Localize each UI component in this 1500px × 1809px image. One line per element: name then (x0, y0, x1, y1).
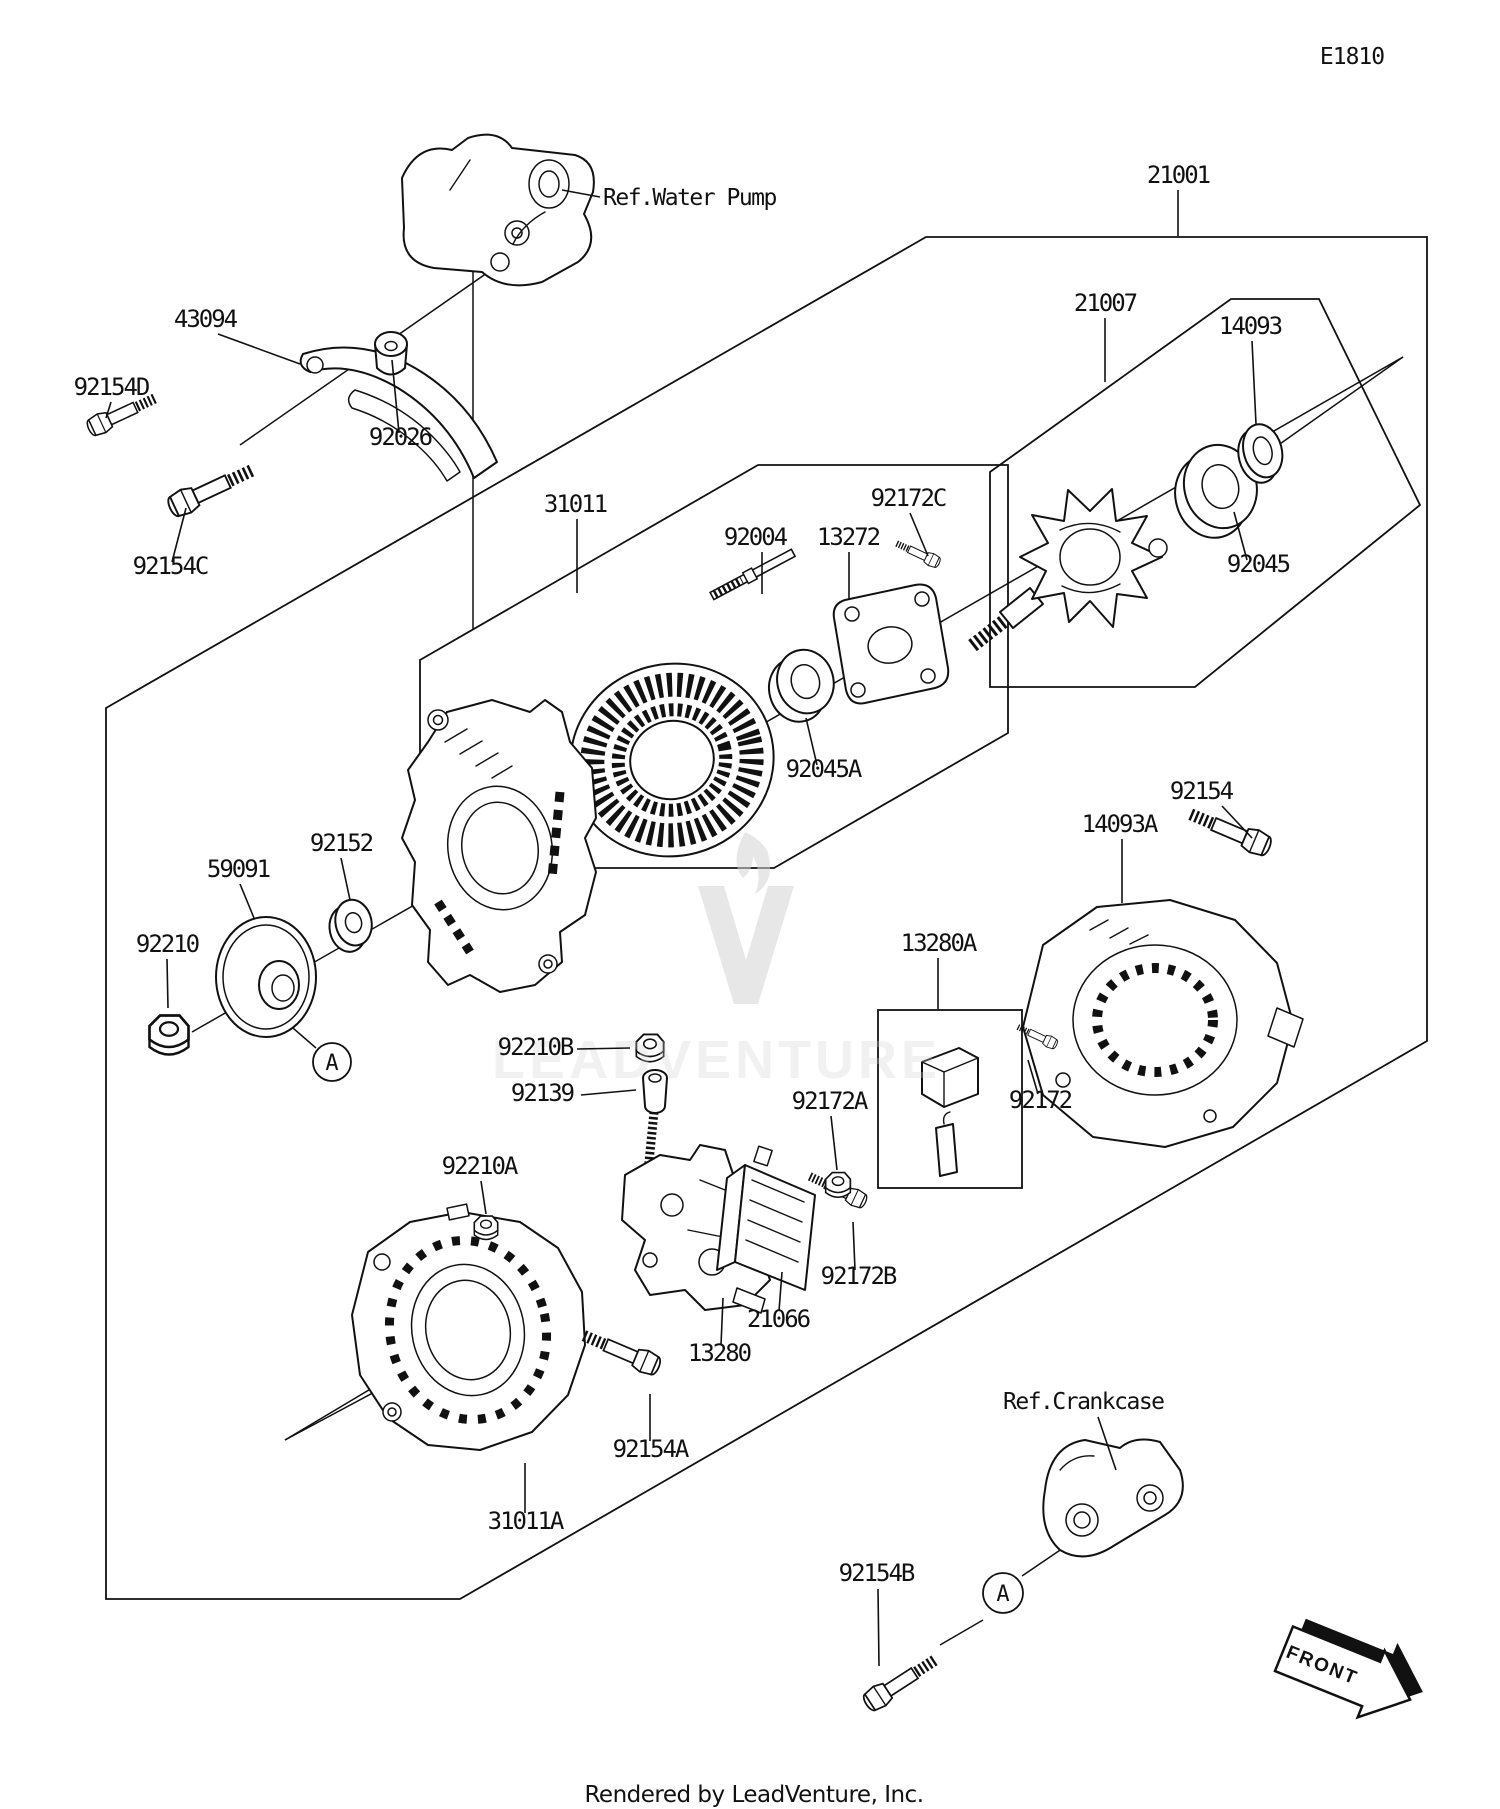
part-label-92210B: 92210B (498, 1033, 574, 1061)
rear-cover-drawing (1022, 899, 1304, 1148)
front-housing-drawing (401, 699, 597, 993)
part-label-92154D: 92154D (74, 373, 149, 401)
bearing-drawing (768, 648, 835, 723)
ref-label-crankcase: Ref.Crankcase (1003, 1389, 1164, 1415)
part-label-92004: 92004 (724, 523, 788, 551)
bolt-drawing (860, 1650, 941, 1714)
part-label-92154A: 92154A (613, 1435, 690, 1463)
front-direction-arrow: FRONT (1273, 1618, 1423, 1720)
bolt-drawing (579, 1325, 664, 1378)
washer-drawing (328, 898, 373, 953)
part-label-92026: 92026 (369, 423, 432, 451)
spacer-drawing (374, 331, 408, 376)
part-label-92172A: 92172A (792, 1087, 869, 1115)
watermark: LEADVENTURE (492, 832, 941, 1090)
part-label-43094: 43094 (174, 305, 238, 333)
view-marker-a-2: A (982, 1572, 1024, 1614)
bottom-housing-drawing (351, 1203, 586, 1451)
part-label-31011: 31011 (544, 490, 607, 518)
water-pump-bracket-drawing (401, 133, 595, 287)
washer-drawing (1237, 423, 1284, 484)
part-label-92172B: 92172B (821, 1262, 897, 1290)
part-label-92210A: 92210A (442, 1152, 519, 1180)
part-label-21001: 21001 (1147, 161, 1210, 189)
view-a-line (939, 1619, 984, 1646)
part-label-92045: 92045 (1227, 550, 1290, 578)
bolt-drawing (165, 459, 258, 520)
ref-label-water-pump: Ref.Water Pump (603, 185, 777, 211)
diagram-code: E1810 (1320, 44, 1384, 70)
part-label-92172: 92172 (1009, 1086, 1072, 1114)
brush-kit-box (877, 1009, 1023, 1189)
watermark-text: LEADVENTURE (492, 1030, 941, 1090)
rotor-group-box (989, 298, 1422, 688)
brush-holder-kit-drawing (921, 1047, 979, 1177)
stator-drawing (569, 662, 775, 858)
part-label-13280A: 13280A (901, 929, 978, 957)
part-label-92154C: 92154C (133, 552, 208, 580)
part-label-92154B: 92154B (839, 1559, 915, 1587)
part-label-31011A: 31011A (488, 1507, 565, 1535)
part-label-13272: 13272 (817, 523, 880, 551)
leader-lines (105, 189, 1257, 1667)
nut-drawing (473, 1215, 499, 1241)
part-label-21007: 21007 (1074, 289, 1137, 317)
stud-drawing (709, 548, 797, 601)
plate-drawing (832, 583, 950, 705)
part-label-92139: 92139 (511, 1079, 574, 1107)
part-label-92172C: 92172C (871, 484, 946, 512)
watermark-flame-icon (736, 832, 771, 894)
pulley-drawing (215, 916, 317, 1038)
view-marker-a-1: A (312, 1042, 352, 1082)
part-label-21066: 21066 (747, 1305, 810, 1333)
part-label-59091: 59091 (207, 855, 270, 883)
part-label-92154: 92154 (1170, 777, 1234, 805)
outer-group-box (105, 236, 1428, 1600)
regulator-drawing (716, 1145, 816, 1314)
nut-drawing (824, 1171, 852, 1199)
watermark-v-icon (698, 886, 794, 1004)
part-label-14093A: 14093A (1082, 810, 1159, 838)
nut-drawing (148, 1014, 190, 1056)
part-label-92210: 92210 (136, 930, 199, 958)
assembly-group-boxes (105, 236, 1428, 1600)
part-label-92045A: 92045A (786, 755, 863, 783)
part-callouts: 21001 21007 14093 92045 43094 92154D 920… (74, 161, 1292, 1587)
part-label-92152: 92152 (310, 829, 373, 857)
view-marker-letter: A (325, 1051, 338, 1076)
crankcase-bracket-drawing (1042, 1438, 1184, 1558)
view-marker-letter: A (996, 1582, 1009, 1607)
bolt-drawing (1185, 803, 1274, 859)
part-label-14093: 14093 (1219, 312, 1282, 340)
part-label-13280: 13280 (688, 1339, 751, 1367)
rotor-drawing (967, 488, 1168, 652)
bearing-drawing (1174, 443, 1258, 539)
screw-drawing (893, 537, 942, 569)
footer-credit: Rendered by LeadVenture, Inc. (584, 1782, 923, 1808)
